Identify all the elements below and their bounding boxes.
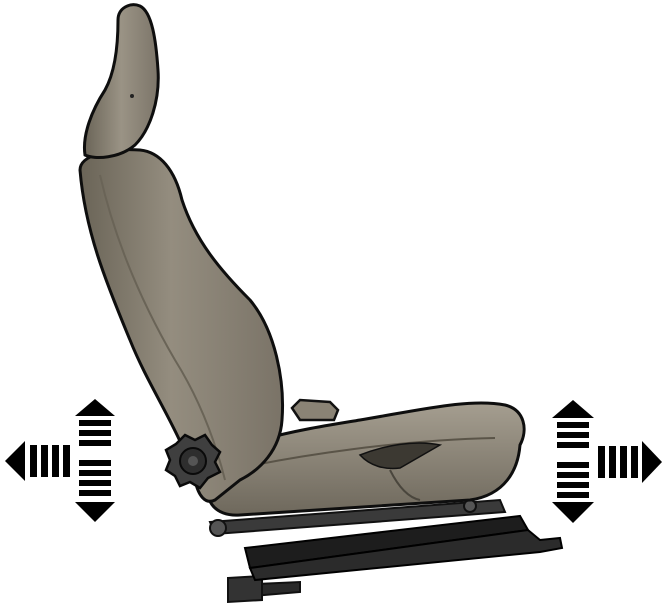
arrow-down-icon[interactable] (552, 462, 594, 523)
seat-rail (210, 500, 562, 602)
arrow-up-icon[interactable] (552, 400, 594, 448)
arrow-up-icon[interactable] (75, 399, 115, 446)
right-adjust-arrows (552, 400, 662, 523)
left-adjust-arrows (5, 399, 115, 522)
armrest-lever (292, 400, 338, 420)
arrow-down-icon[interactable] (75, 460, 115, 522)
car-seat-icon (80, 5, 562, 602)
arrow-left-icon[interactable] (5, 441, 70, 481)
arrow-right-icon[interactable] (598, 441, 662, 483)
seat-headrest (84, 5, 158, 158)
